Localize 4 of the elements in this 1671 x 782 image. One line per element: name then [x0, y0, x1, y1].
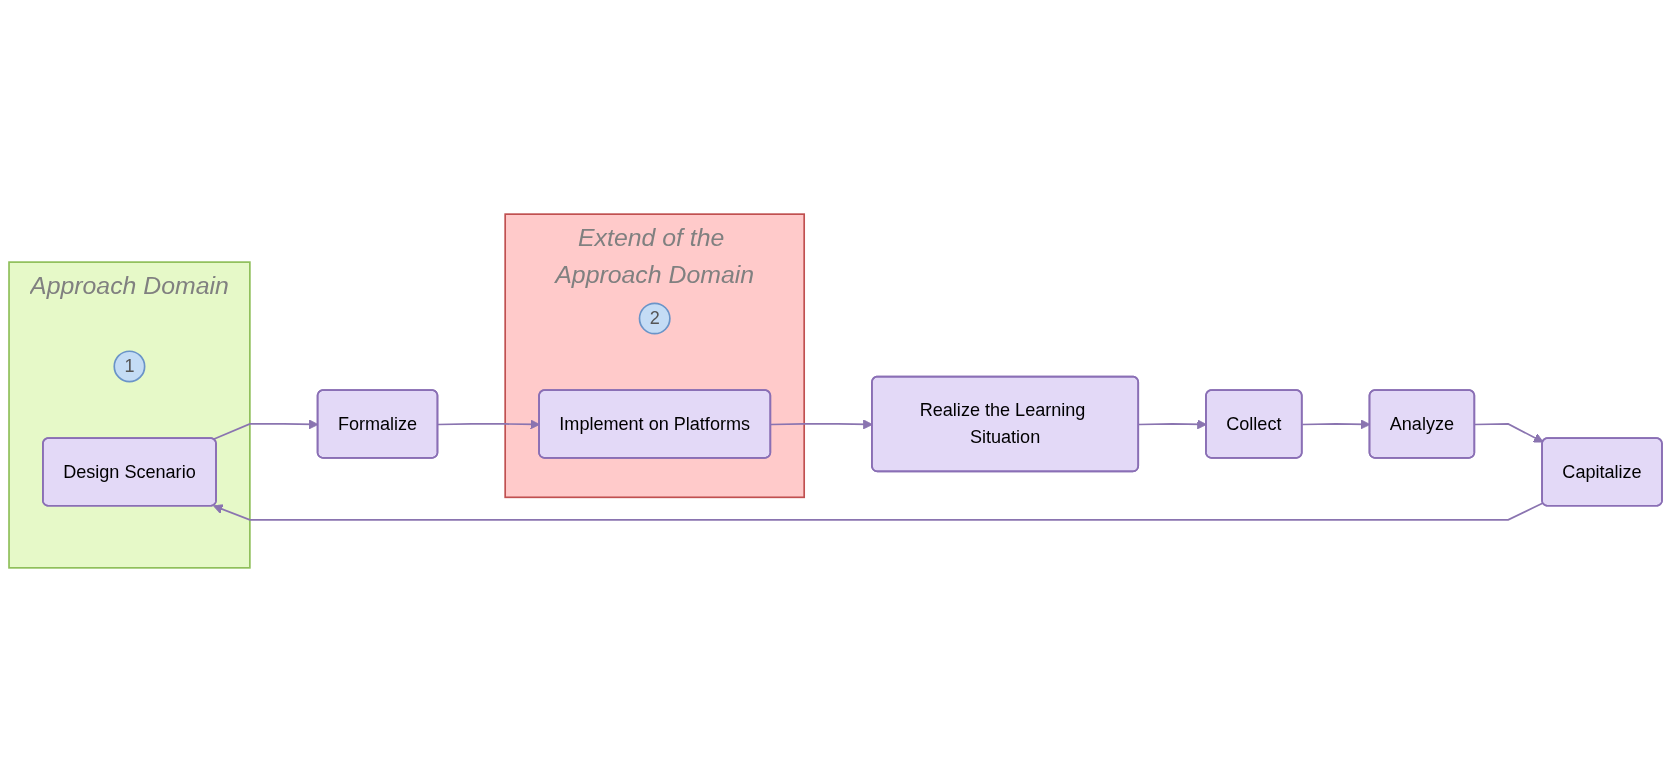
node-circle: 2	[638, 302, 671, 335]
node-circle: 1	[113, 350, 146, 383]
arrow	[1474, 423, 1544, 443]
arrow	[213, 502, 1544, 521]
